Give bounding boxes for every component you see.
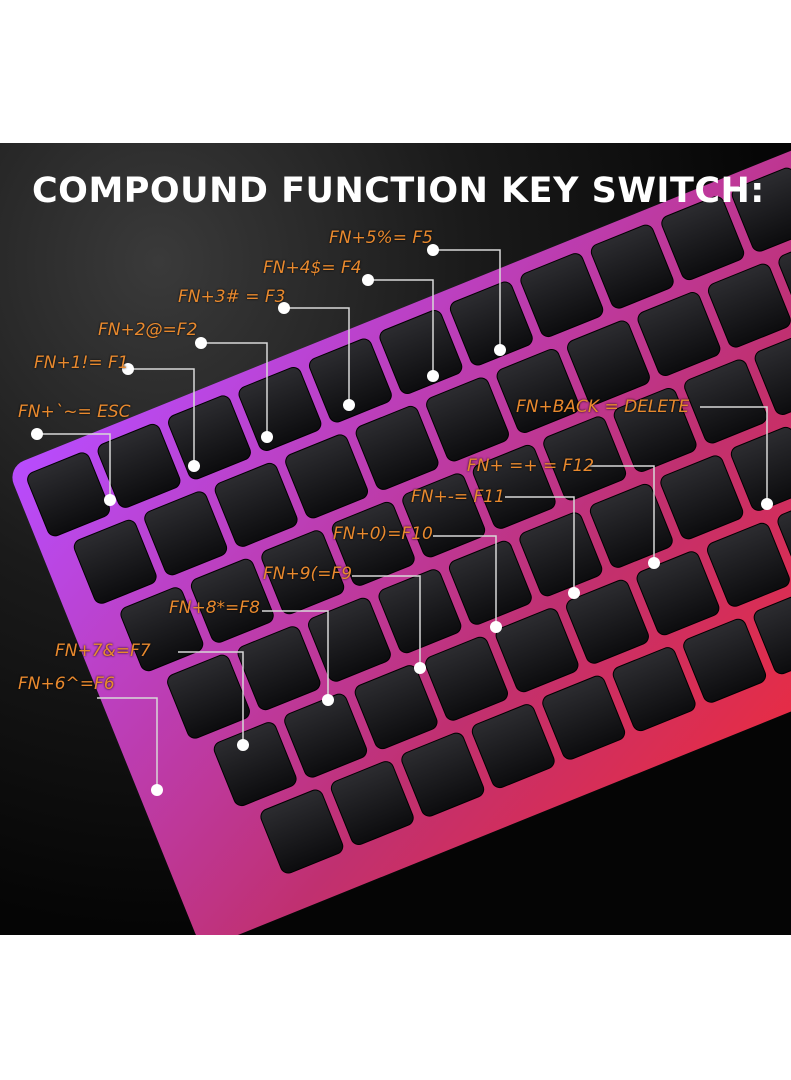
keycap: [661, 196, 745, 281]
keycap: [707, 522, 790, 607]
keycap: [496, 349, 580, 433]
label-f5: FN+5%= F5: [329, 228, 433, 248]
label-f2: FN+2@=F2: [98, 320, 198, 340]
keycap: [471, 704, 555, 789]
keycap: [683, 618, 767, 703]
keycap: [426, 377, 509, 462]
keycap: [401, 732, 485, 817]
keycap: [285, 434, 369, 519]
keycap: [260, 789, 344, 874]
label-f11: FN+-= F11: [411, 487, 505, 507]
label-f9: FN+9(=F9: [263, 564, 353, 584]
label-delete: FN+BACK = DELETE: [516, 397, 690, 417]
label-f8: FN+8*=F8: [169, 598, 260, 618]
keycap: [613, 387, 697, 472]
headline: COMPOUND FUNCTION KEY SWITCH:: [32, 171, 765, 211]
label-f3: FN+3# = F3: [178, 287, 286, 307]
keycap: [355, 405, 439, 490]
keycap: [120, 587, 204, 672]
keycap: [778, 235, 791, 320]
keycap: [636, 551, 720, 636]
keycap: [425, 636, 508, 721]
keycap: [284, 693, 368, 778]
label-f1: FN+1!= F1: [34, 353, 129, 373]
keycap: [612, 647, 696, 732]
label-f4: FN+4$= F4: [263, 258, 362, 278]
label-f7: FN+7&=F7: [55, 641, 151, 661]
label-f10: FN+0)=F10: [333, 524, 433, 544]
keycap: [754, 331, 791, 415]
keycap: [567, 320, 650, 405]
keycap: [330, 761, 414, 846]
keycap: [777, 494, 791, 579]
keycap: [73, 519, 157, 604]
keycap: [542, 675, 626, 760]
keycap: [520, 253, 604, 338]
label-esc: FN+`~= ESC: [18, 402, 131, 422]
keycap: [190, 558, 274, 643]
keycap: [495, 608, 579, 693]
label-f6: FN+6^=F6: [18, 674, 115, 694]
keycap: [753, 590, 791, 675]
keycap: [354, 665, 438, 750]
keycap: [566, 579, 649, 664]
keycap: [637, 292, 721, 377]
keycap: [590, 224, 674, 309]
keycap: [731, 167, 791, 252]
keycap: [144, 491, 228, 576]
keycap: [214, 462, 298, 547]
label-f12: FN+ =+ = F12: [467, 456, 595, 476]
keycap: [707, 263, 791, 348]
keycap: [261, 530, 345, 615]
